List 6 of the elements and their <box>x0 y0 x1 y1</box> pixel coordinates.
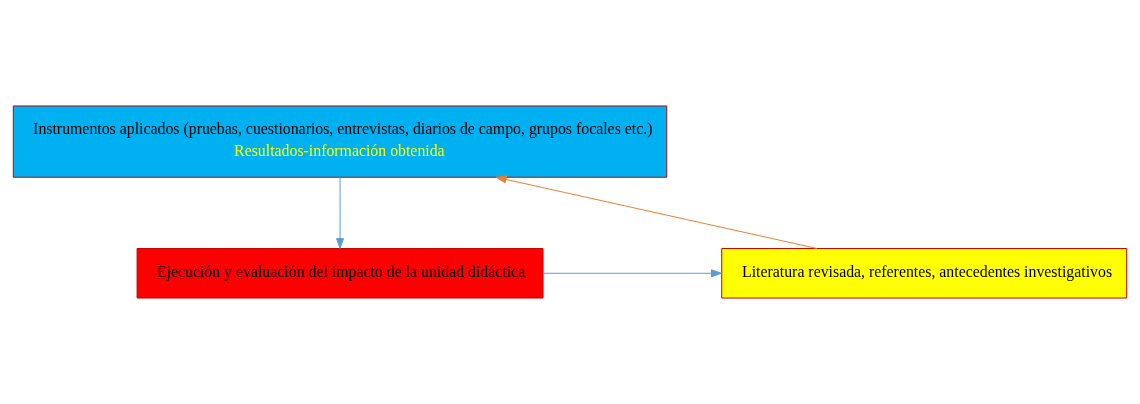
node-box: Literatura revisada, referentes, antecedentes investigativos <box>721 248 1128 299</box>
node-box: Ejecución y evaluación del impacto de la unidad didáctica <box>136 248 544 299</box>
arrow <box>495 175 818 249</box>
arrow <box>336 176 344 249</box>
arrow <box>542 269 722 278</box>
node-box: Instrumentos aplicados (pruebas, cuestionarios, entrevistas, diarios de campo, grupos focales etc.) Resultados-información obtenida <box>12 105 668 178</box>
